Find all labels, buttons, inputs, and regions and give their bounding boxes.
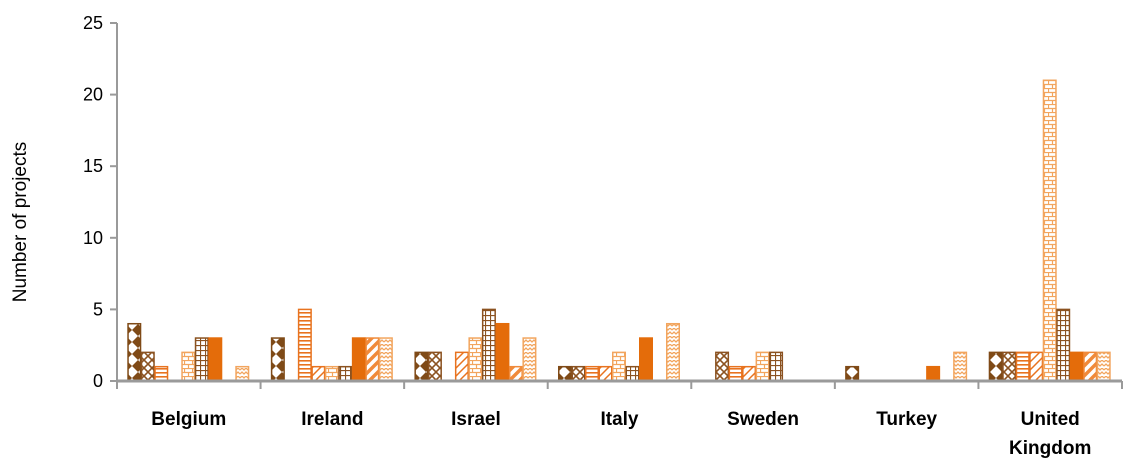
bar [1029,351,1044,382]
bar [324,365,339,382]
bar [625,365,640,382]
bar [666,322,680,382]
bar [1056,308,1071,382]
bar [454,351,469,382]
bar [1096,351,1111,382]
bar [140,351,155,382]
y-axis-title: Number of projects [10,142,31,303]
bar [495,322,510,382]
y-tick-label: 20 [83,85,103,105]
bar [365,337,380,382]
bar [715,351,730,382]
bar [127,322,142,382]
bar [508,365,523,382]
category-label: Italy [600,409,638,430]
category-label: Sweden [727,409,799,430]
bar [1042,79,1057,382]
bar [571,365,586,382]
bar [378,337,393,382]
bar [926,365,941,382]
bar [427,351,442,382]
bar [728,365,743,382]
bar [468,337,483,382]
bar [208,337,223,382]
y-tick-label: 5 [93,299,103,319]
bar [845,365,860,382]
bar [639,337,653,382]
bar [311,365,326,382]
bar [1083,351,1098,382]
bar [338,365,353,382]
y-tick-label: 15 [83,156,103,176]
bar [769,351,784,382]
bar [755,351,770,382]
bar [988,351,1003,382]
bar [414,351,429,382]
bar [612,351,626,382]
bar [481,308,496,382]
category-label: Ireland [301,409,363,430]
category-label: Turkey [876,409,937,430]
bar [742,365,757,382]
bar [598,365,613,382]
bar [181,351,196,382]
category-label: Belgium [151,409,226,430]
bar [1069,351,1084,382]
bars [127,79,1111,382]
bar [1002,351,1017,382]
y-axis-title-group: Number of projects [10,142,31,303]
bar [522,337,537,382]
y-tick-label: 25 [83,13,103,33]
bar [154,365,169,382]
bar [194,337,209,382]
y-tick-label: 10 [83,228,103,248]
bar [953,351,968,382]
category-label: Israel [451,409,501,430]
x-axis [116,379,1123,389]
category-labels: Belgium Ireland Israel Italy Sweden Turkey Uni… [151,409,1091,459]
y-axis-ticks: 0 5 10 15 20 25 [83,13,118,391]
bar [351,337,366,382]
bar [585,365,599,382]
bar [270,337,285,382]
bar [558,365,572,382]
bar [297,308,312,382]
bar [235,365,250,382]
y-tick-label: 0 [93,371,103,391]
bar [1015,351,1030,382]
